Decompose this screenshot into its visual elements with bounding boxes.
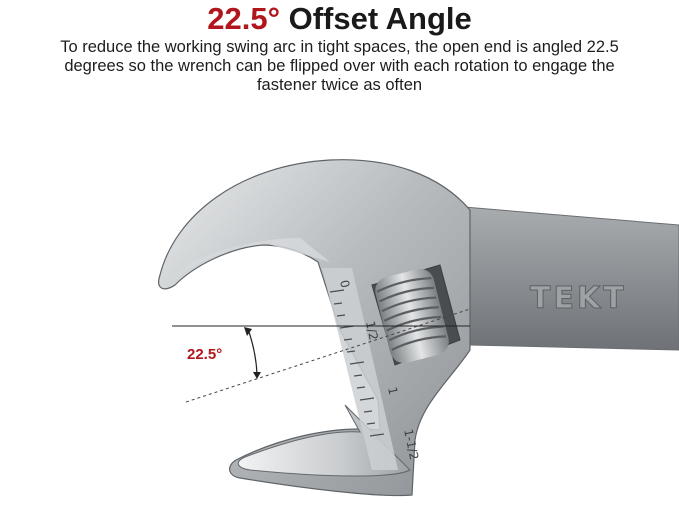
scale-label-half: 1/2 <box>363 320 381 342</box>
size-scale <box>322 268 398 470</box>
lower-jaw <box>237 404 411 477</box>
description: To reduce the working swing arc in tight… <box>0 38 679 95</box>
worm-gear <box>375 269 449 363</box>
description-line-1: To reduce the working swing arc in tight… <box>60 38 619 56</box>
scale-label-1-half: 1-1/2 <box>401 428 421 462</box>
page-title: 22.5° Offset Angle <box>0 0 679 38</box>
upper-jaw-face <box>175 238 330 280</box>
arc-arrow-top <box>244 327 252 336</box>
description-line-3: fastener twice as often <box>256 76 423 94</box>
wrench-handle <box>439 204 679 351</box>
description-line-2: degrees so the wrench can be flipped ove… <box>64 57 615 75</box>
title-text: Offset Angle <box>279 1 472 36</box>
arc-arrow-bottom <box>253 372 261 379</box>
angle-label: 22.5° <box>187 346 222 363</box>
angled-reference-line <box>185 308 471 403</box>
title-angle: 22.5° <box>207 1 280 36</box>
angle-arc <box>247 328 258 375</box>
scale-label-0: 0 <box>337 279 352 289</box>
wrench-head <box>158 159 471 497</box>
brand-stamp: TEKT <box>530 281 627 316</box>
scale-label-1: 1 <box>385 386 400 396</box>
